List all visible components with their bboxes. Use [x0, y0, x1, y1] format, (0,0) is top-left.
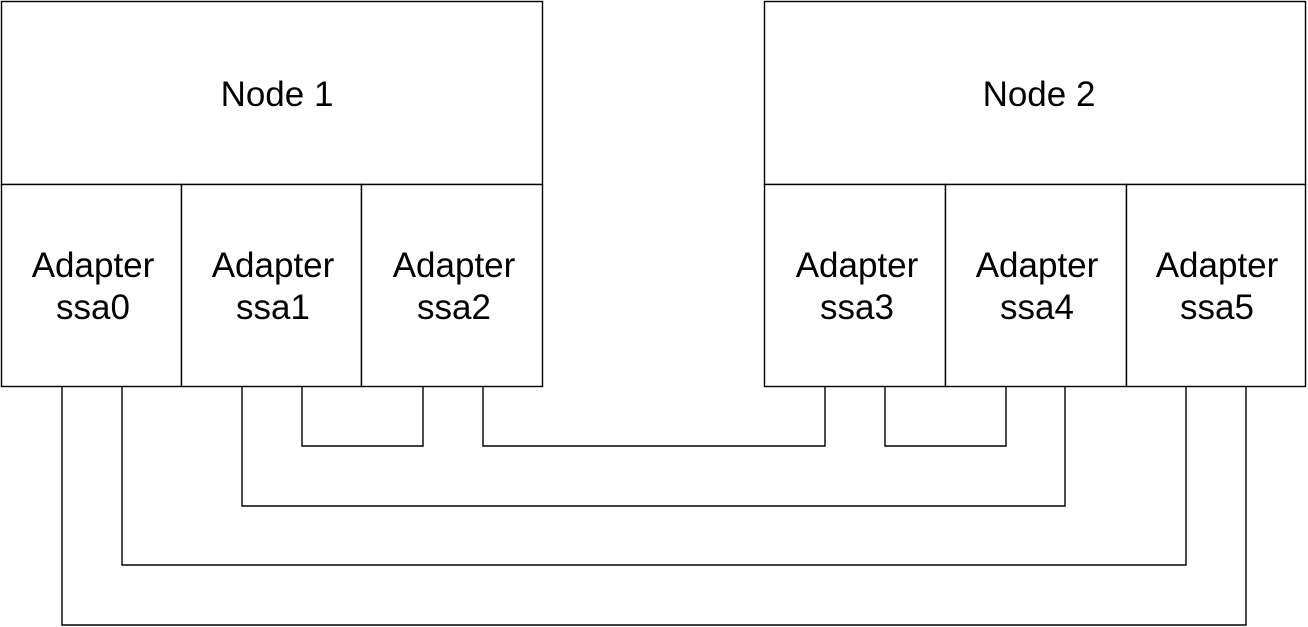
adapter-ssa1-name: ssa1: [236, 288, 310, 327]
node-2-label: Node 2: [983, 75, 1096, 114]
cable-ssa1-ssa1: [301, 387, 424, 447]
node-1: Node 1 Adapter ssa0 Adapter ssa1 Adapter…: [0, 0, 544, 388]
adapter-ssa2-title: Adapter: [393, 246, 516, 285]
cable-ssa4-ssa4: [884, 387, 1007, 447]
ssa-cabling: [61, 387, 1247, 626]
adapter-ssa3-title: Adapter: [796, 246, 919, 285]
adapter-ssa2-name: ssa2: [417, 288, 491, 327]
adapter-ssa3-box: [763, 183, 947, 388]
cable-ssa1-ssa4: [241, 387, 1066, 507]
adapter-ssa4-name: ssa4: [1000, 288, 1074, 327]
adapter-ssa3: Adapter ssa3: [763, 183, 947, 388]
adapter-ssa1-title: Adapter: [212, 246, 335, 285]
adapter-ssa3-name: ssa3: [820, 288, 894, 327]
node-1-label: Node 1: [221, 75, 334, 114]
adapter-ssa0-name: ssa0: [56, 288, 130, 327]
adapter-ssa5: Adapter ssa5: [1125, 183, 1307, 388]
adapter-ssa0: Adapter ssa0: [0, 183, 183, 388]
node-2: Node 2 Adapter ssa3 Adapter ssa4 Adapter…: [763, 0, 1307, 388]
node-2-box: [763, 0, 1307, 186]
cable-ssa0-ssa5-inner: [121, 387, 1187, 566]
adapter-ssa4-title: Adapter: [976, 246, 1099, 285]
cable-ssa0-ssa5-outer: [61, 387, 1247, 626]
adapter-ssa5-title: Adapter: [1156, 246, 1279, 285]
adapter-ssa4-box: [944, 183, 1128, 388]
adapter-ssa4: Adapter ssa4: [944, 183, 1128, 388]
adapter-ssa2-box: [360, 183, 544, 388]
adapter-ssa1: Adapter ssa1: [180, 183, 363, 388]
node-1-box: [0, 0, 544, 186]
adapter-ssa2: Adapter ssa2: [360, 183, 544, 388]
adapter-ssa0-title: Adapter: [32, 246, 155, 285]
cable-ssa2-ssa3: [482, 387, 826, 447]
adapter-ssa0-box: [0, 183, 183, 388]
adapter-ssa5-name: ssa5: [1180, 288, 1254, 327]
adapter-ssa5-box: [1125, 183, 1307, 388]
adapter-ssa1-box: [180, 183, 363, 388]
